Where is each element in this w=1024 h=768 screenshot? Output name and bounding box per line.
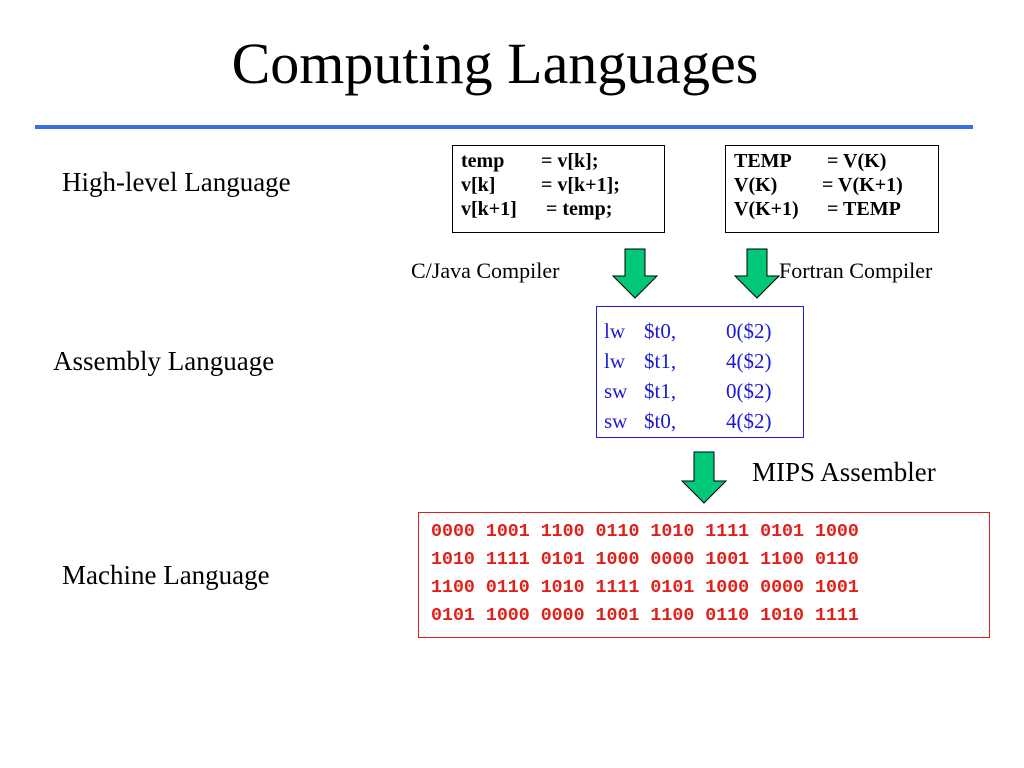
asm-op: lw [604, 349, 625, 373]
assembly-code-box: lw $t0, 0($2) lw $t1, 4($2) sw $t1, 0($2) sw $t… [596, 306, 804, 438]
code-lhs: V(K) [734, 174, 778, 196]
c-java-compiler-label: C/Java Compiler [411, 258, 560, 283]
code-line: V(K) = V(K+1) [734, 173, 930, 197]
code-rhs: = v[k]; [541, 150, 599, 172]
machine-language-label: Machine Language [62, 560, 270, 590]
code-line: v[k] = v[k+1]; [461, 173, 656, 197]
fortran-code-box: TEMP = V(K) V(K) = V(K+1) V(K+1) = TEMP [725, 145, 939, 233]
asm-addr: 0($2) [726, 319, 772, 343]
machine-code-line: 1010 1111 0101 1000 0000 1001 1100 0110 [431, 550, 859, 570]
code-line: v[k+1] = temp; [461, 197, 656, 221]
code-rhs: = TEMP [822, 198, 901, 220]
fortran-compile-arrow-icon [733, 248, 781, 299]
machine-code-line: 1100 0110 1010 1111 0101 1000 0000 1001 [431, 578, 859, 598]
code-lhs: V(K+1) [734, 198, 799, 220]
asm-op: lw [604, 319, 625, 343]
asm-reg: $t1, [644, 349, 677, 373]
machine-code-line: 0101 1000 0000 1001 1100 0110 1010 1111 [431, 606, 859, 626]
title-underline [35, 125, 973, 129]
code-rhs: = v[k+1]; [541, 174, 620, 196]
fortran-compiler-label: Fortran Compiler [779, 258, 933, 283]
code-lhs: TEMP [734, 150, 792, 172]
code-lhs: temp [461, 150, 505, 172]
assemble-arrow-icon [680, 451, 728, 504]
assembly-line: sw $t0, 4($2) [604, 406, 803, 436]
code-line: temp = v[k]; [461, 149, 656, 173]
code-rhs: = V(K) [822, 150, 887, 172]
page-title: Computing Languages [231, 31, 759, 96]
code-line: V(K+1) = TEMP [734, 197, 930, 221]
c-java-compile-arrow-icon [611, 248, 659, 299]
asm-reg: $t0, [644, 409, 677, 433]
c-java-code-box: temp = v[k]; v[k] = v[k+1]; v[k+1] = temp; [452, 145, 665, 233]
asm-reg: $t1, [644, 379, 677, 403]
assembly-line: sw $t1, 0($2) [604, 376, 803, 406]
assembly-line: lw $t0, 0($2) [604, 316, 803, 346]
code-lhs: v[k] [461, 174, 496, 196]
mips-assembler-label: MIPS Assembler [752, 457, 936, 487]
asm-reg: $t0, [644, 319, 677, 343]
code-rhs: = V(K+1) [822, 174, 903, 196]
asm-addr: 4($2) [726, 349, 772, 373]
asm-addr: 0($2) [726, 379, 772, 403]
assembly-line: lw $t1, 4($2) [604, 346, 803, 376]
asm-op: sw [604, 379, 628, 403]
code-line: TEMP = V(K) [734, 149, 930, 173]
asm-addr: 4($2) [726, 409, 772, 433]
code-lhs: v[k+1] [461, 198, 517, 220]
high-level-language-label: High-level Language [62, 167, 291, 197]
assembly-language-label: Assembly Language [53, 346, 275, 376]
machine-code-box: 0000 1001 1100 0110 1010 1111 0101 1000 … [418, 512, 990, 638]
asm-op: sw [604, 409, 628, 433]
code-rhs: = temp; [541, 198, 613, 220]
machine-code-line: 0000 1001 1100 0110 1010 1111 0101 1000 [431, 522, 859, 542]
